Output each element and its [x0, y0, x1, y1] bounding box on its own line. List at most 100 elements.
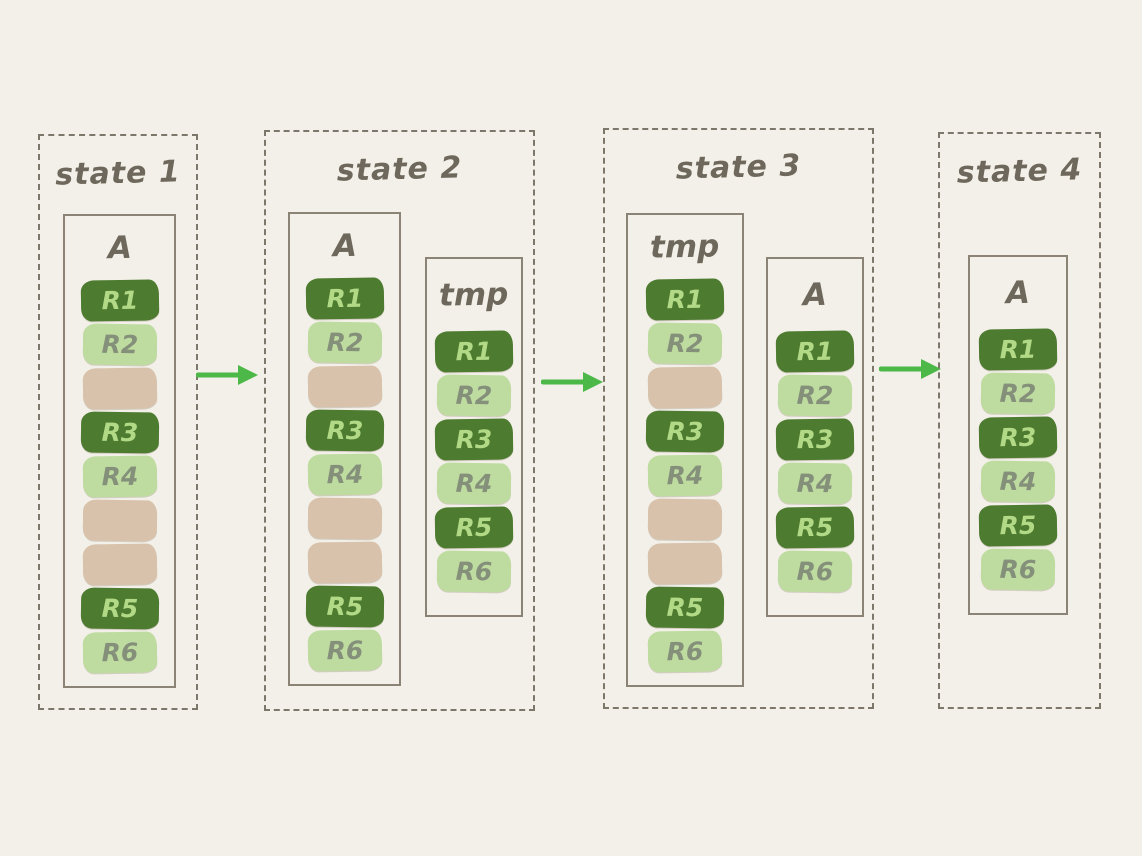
- memory-block: [307, 365, 382, 408]
- memory-block: R4: [82, 455, 157, 498]
- memory-block: R3: [305, 409, 384, 452]
- block-label: R5: [325, 591, 364, 622]
- memory-block: R5: [978, 504, 1058, 547]
- memory-block: R1: [80, 279, 159, 322]
- memory-block: R2: [307, 321, 382, 364]
- memory-block: R4: [307, 453, 382, 496]
- block-label: R3: [325, 415, 364, 446]
- block-label: R6: [455, 556, 493, 587]
- array-a-label: A: [802, 276, 828, 314]
- block-label: R3: [455, 424, 493, 455]
- memory-block: R5: [80, 587, 159, 630]
- state-4-title: state 4: [956, 152, 1083, 191]
- state-2-array-tmp: tmp R1 R2 R3 R4: [425, 257, 523, 617]
- block-label: R1: [999, 334, 1037, 365]
- block-label: R6: [100, 637, 139, 668]
- block-label: R5: [999, 510, 1037, 541]
- block-label: R6: [666, 636, 704, 667]
- memory-block: R6: [307, 629, 382, 672]
- memory-block: [647, 366, 723, 409]
- block-label: R3: [666, 416, 704, 447]
- state-3-array-tmp: tmp R1 R2 R3: [626, 213, 744, 687]
- block-label: R4: [666, 460, 704, 491]
- block-label: R4: [796, 468, 834, 499]
- memory-block: [307, 541, 382, 584]
- block-label: R1: [455, 336, 493, 367]
- array-tmp-label: tmp: [439, 276, 509, 314]
- array-tmp-label: tmp: [650, 228, 720, 266]
- block-stack: R1 R2 R3 R4 R5: [434, 330, 514, 593]
- block-label: R1: [325, 283, 364, 314]
- memory-block: R2: [647, 322, 723, 365]
- state-4-panel: state 4 A R1 R2 R3: [938, 132, 1101, 709]
- block-label: R1: [796, 336, 834, 367]
- memory-block: R1: [645, 278, 725, 321]
- block-label: R6: [325, 635, 364, 666]
- state-4-array-a: A R1 R2 R3 R4: [968, 255, 1068, 615]
- memory-block: R5: [305, 585, 384, 628]
- state-1-panel: state 1 A R1 R2: [38, 134, 198, 710]
- block-stack: R1 R2 R3 R4 R5: [775, 330, 855, 593]
- memory-block: R4: [436, 462, 512, 505]
- memory-block: R2: [777, 374, 853, 417]
- memory-block: [82, 367, 157, 410]
- block-label: R5: [100, 593, 139, 624]
- block-stack: R1 R2 R3 R4: [305, 277, 384, 672]
- memory-block: R6: [647, 630, 723, 673]
- arrow-right-icon: [879, 359, 941, 379]
- state-1-array-a: A R1 R2 R3: [63, 214, 176, 688]
- block-label: R5: [796, 512, 834, 543]
- state-2-title: state 2: [336, 150, 463, 189]
- block-label: R2: [999, 378, 1037, 409]
- memory-block: R4: [647, 454, 723, 497]
- memory-block: R1: [775, 330, 855, 373]
- array-a-label: A: [107, 229, 132, 267]
- block-label: R6: [999, 554, 1037, 585]
- state-3-array-a: A R1 R2 R3 R4: [766, 257, 864, 617]
- state-2-panel: state 2 A R1 R2: [264, 130, 535, 711]
- block-label: R4: [999, 466, 1037, 497]
- memory-block: R3: [645, 410, 725, 453]
- block-label: R3: [100, 417, 139, 448]
- state-2-array-a: A R1 R2 R3: [288, 212, 401, 686]
- memory-block: R1: [978, 328, 1058, 371]
- block-stack: R1 R2 R3 R4: [80, 279, 159, 674]
- arrow-right-icon: [541, 372, 603, 392]
- block-label: R2: [325, 327, 364, 358]
- block-label: R1: [100, 285, 139, 316]
- memory-block: R3: [80, 411, 159, 454]
- block-label: R1: [666, 284, 704, 315]
- memory-block: R3: [434, 418, 514, 461]
- memory-block: R1: [434, 330, 514, 373]
- block-label: R3: [999, 422, 1037, 453]
- arrow-right-icon: [196, 365, 258, 385]
- memory-block: R1: [305, 277, 384, 320]
- block-label: R2: [455, 380, 493, 411]
- state-1-title: state 1: [54, 154, 182, 193]
- memory-block: [307, 497, 382, 540]
- block-label: R4: [325, 459, 364, 490]
- memory-block: R4: [777, 462, 853, 505]
- memory-block: R5: [645, 586, 725, 629]
- memory-block: R5: [775, 506, 855, 549]
- array-a-label: A: [332, 227, 357, 265]
- state-3-title: state 3: [675, 148, 802, 187]
- block-label: R2: [666, 328, 704, 359]
- block-label: R2: [796, 380, 834, 411]
- block-label: R2: [100, 329, 139, 360]
- memory-block: R2: [82, 323, 157, 366]
- memory-block: R6: [777, 550, 853, 593]
- array-a-label: A: [1005, 274, 1031, 312]
- memory-block: [647, 498, 723, 541]
- memory-block: R6: [980, 548, 1056, 591]
- memory-block: R3: [775, 418, 855, 461]
- state-3-panel: state 3 tmp R1 R2: [603, 128, 874, 709]
- memory-block: R2: [980, 372, 1056, 415]
- block-label: R5: [666, 592, 704, 623]
- block-label: R3: [796, 424, 834, 455]
- block-stack: R1 R2 R3 R4 R5: [978, 328, 1058, 591]
- memory-block: R4: [980, 460, 1056, 503]
- memory-block: [82, 543, 157, 586]
- memory-block: R5: [434, 506, 514, 549]
